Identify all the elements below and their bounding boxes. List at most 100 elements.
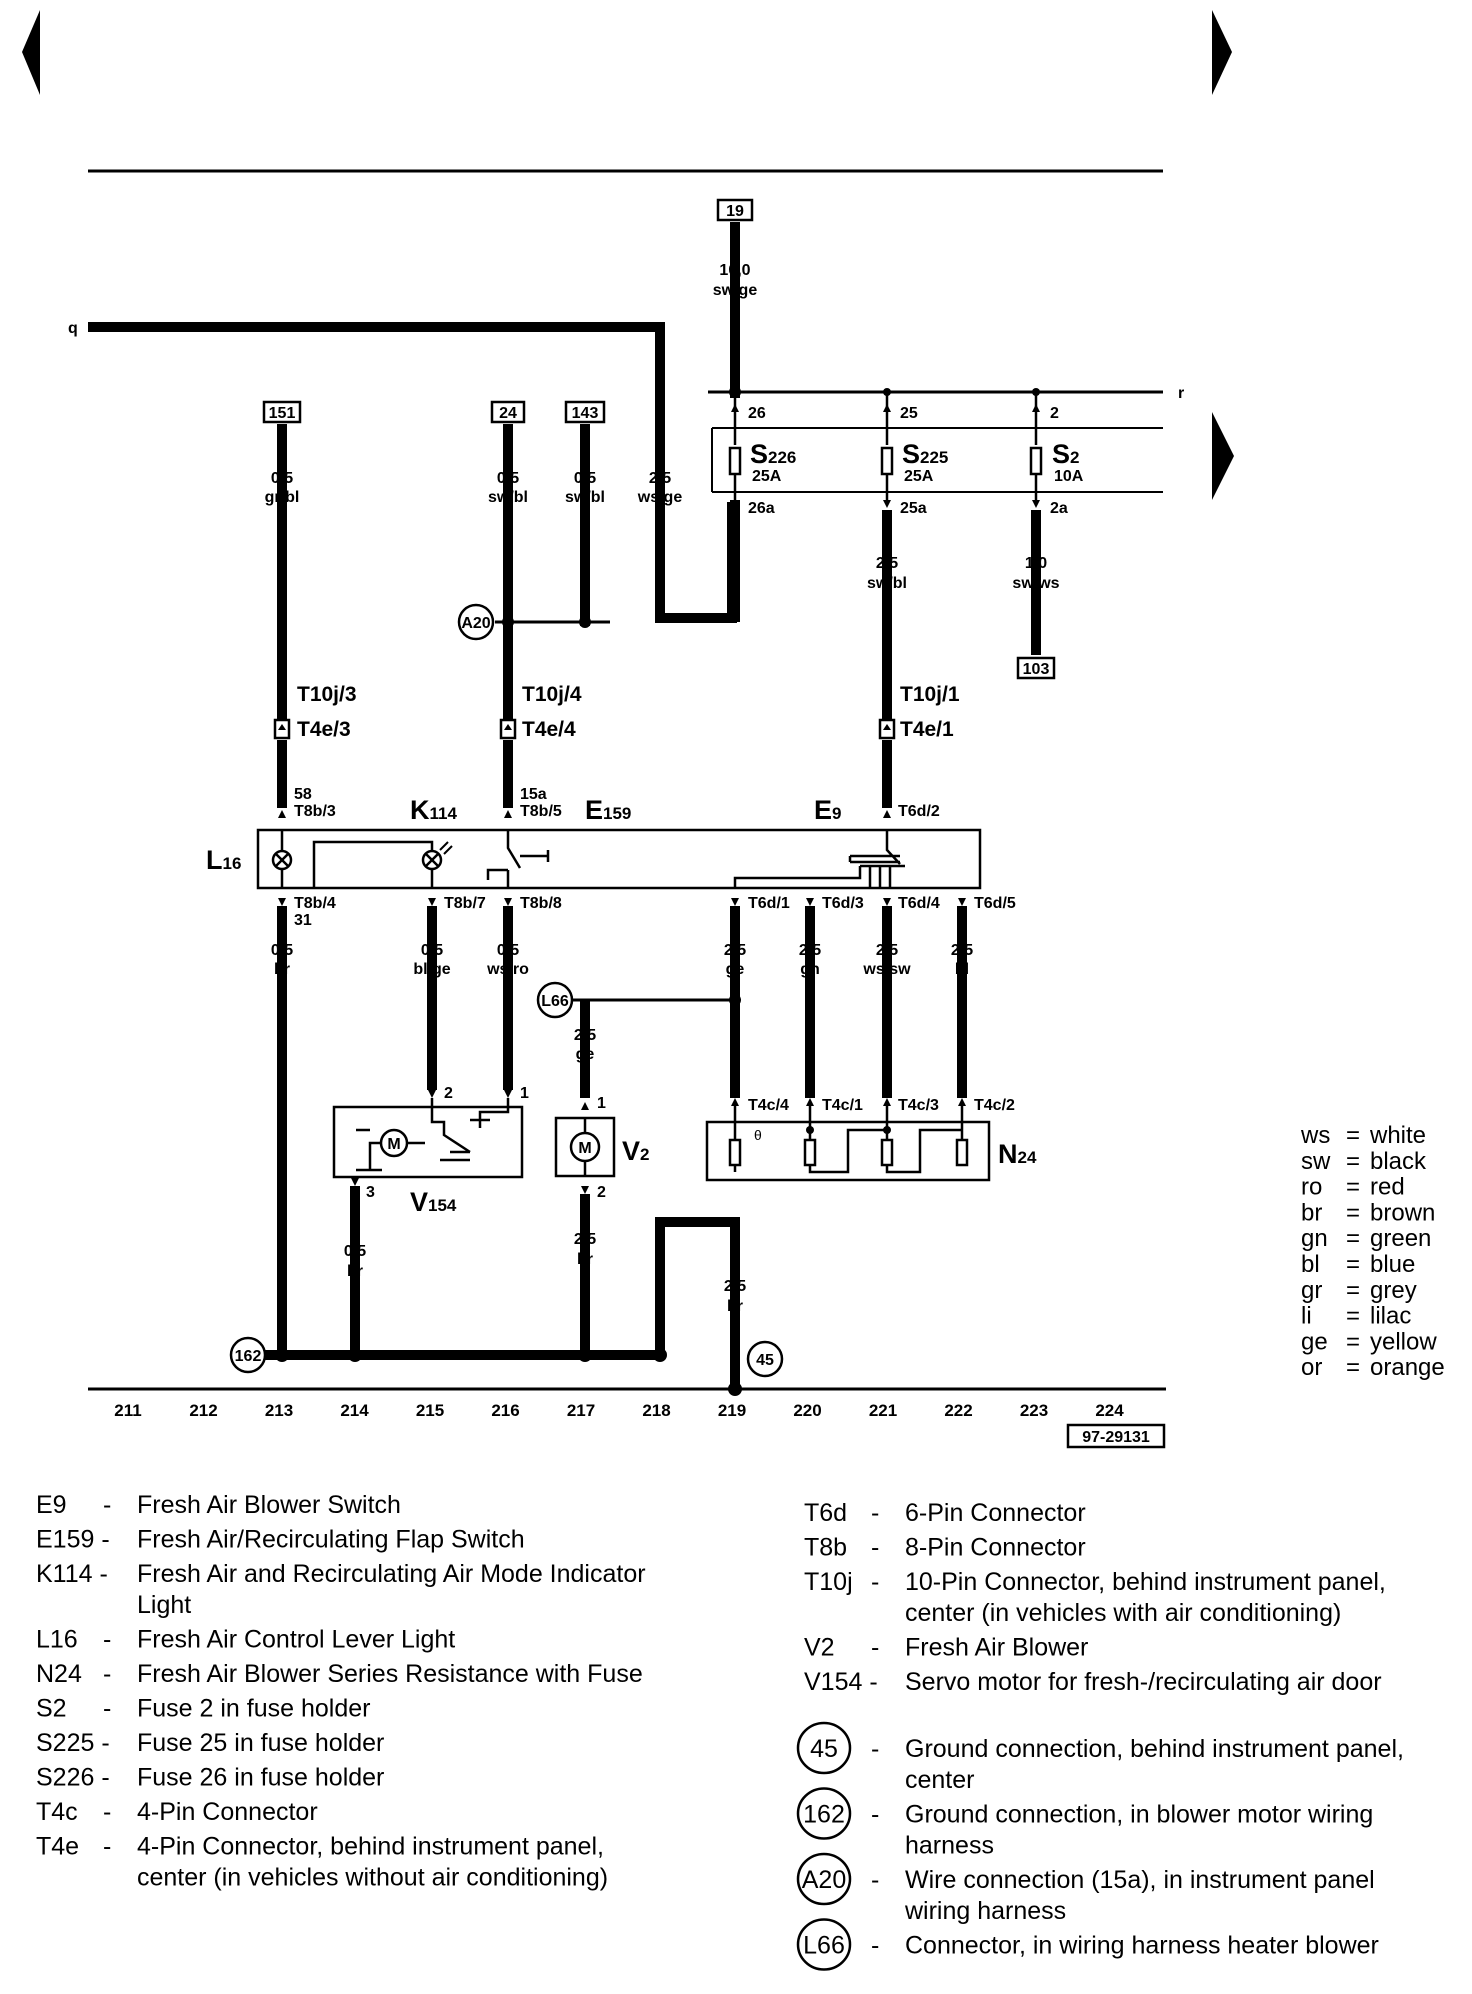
t8b8-label: T8b/8 — [520, 895, 562, 912]
wire-q — [88, 322, 737, 623]
wire-220-color: gn — [800, 961, 820, 978]
ref-24-box — [490, 400, 526, 424]
color-code: ws — [1300, 1122, 1330, 1149]
ref-103: 103 — [1023, 661, 1050, 678]
l66-label: L66 — [541, 993, 569, 1010]
wire-214-size: 0,5 — [344, 1243, 366, 1260]
ground-45-circle — [746, 1340, 784, 1378]
l16-label: L16 — [206, 845, 241, 875]
color-equals: = — [1346, 1251, 1360, 1278]
t10j4-label: T10j/4 — [522, 683, 582, 706]
color-name: grey — [1370, 1277, 1417, 1304]
connector-t4e3-icon — [273, 718, 291, 740]
n24-label: N24 — [998, 1139, 1037, 1169]
wire-24-size: 0,5 — [497, 470, 519, 487]
diagram-ref: 97-29131 — [1082, 1429, 1150, 1446]
t8b4-pin: 31 — [294, 912, 312, 929]
wire-2a-size: 1,0 — [1025, 555, 1047, 572]
legend-code: T10j — [804, 1568, 853, 1596]
color-name: blue — [1370, 1251, 1415, 1278]
n24-resistors-icon: θ — [728, 1106, 969, 1174]
wire-25a-size: 2,5 — [876, 555, 898, 572]
legend-dash: - — [103, 1695, 111, 1723]
column-number: 216 — [491, 1401, 519, 1420]
legend-description: Ground connection, in blower motor wirin… — [905, 1801, 1373, 1829]
t6d3-label: T6d/3 — [822, 895, 864, 912]
legend-description: Fresh Air and Recirculating Air Mode Ind… — [137, 1560, 646, 1588]
ref-151: 151 — [269, 405, 296, 422]
junction-dot — [728, 1382, 742, 1396]
junction-dot — [578, 1348, 592, 1362]
t4c2-label: T4c/2 — [974, 1097, 1015, 1114]
svg-text:M: M — [387, 1136, 400, 1153]
color-equals: = — [1346, 1354, 1360, 1381]
color-code: or — [1301, 1354, 1322, 1381]
fuse-s225-out-pin: 25a — [900, 500, 927, 517]
legend-dash: - — [871, 1499, 879, 1527]
color-code: bl — [1301, 1251, 1320, 1278]
wire-219b-color: br — [727, 1298, 743, 1315]
wire-222-size: 2,5 — [951, 942, 973, 959]
wire-216-size: 0,5 — [497, 942, 519, 959]
k114-label: K114 — [410, 795, 457, 825]
wire-219b-size: 2,5 — [724, 1278, 746, 1295]
legend-code: S225 - — [36, 1729, 110, 1757]
legend-code: T6d — [804, 1499, 847, 1527]
wire-q-label: q — [68, 320, 78, 337]
continue-arrow-icon[interactable] — [1212, 412, 1234, 500]
wire-151-color: gr/bl — [265, 489, 300, 506]
wire-222-color: bl — [955, 961, 969, 978]
legend-dash: - — [871, 1634, 879, 1662]
fuse-s2-out-pin: 2a — [1050, 500, 1068, 517]
legend-circles: 45-Ground connection, behind instrument … — [796, 1721, 1404, 1971]
legend-description: Fresh Air Blower — [905, 1634, 1088, 1662]
color-code: li — [1301, 1303, 1312, 1330]
wire-q-size: 2,5 — [649, 470, 671, 487]
color-name: lilac — [1370, 1303, 1411, 1330]
t6d4-label: T6d/4 — [898, 895, 940, 912]
previous-page-arrow-icon[interactable] — [22, 10, 40, 95]
wire-219-color: ge — [726, 961, 745, 978]
t8b7-label: T8b/7 — [444, 895, 486, 912]
color-name: green — [1370, 1225, 1431, 1252]
fuse-s226 — [728, 398, 742, 508]
ground-45-label: 45 — [756, 1352, 774, 1369]
legend-code: T4c — [36, 1798, 78, 1826]
diagram-ref-box — [1066, 1423, 1166, 1449]
v2-motor-icon: M — [569, 1118, 601, 1176]
ref-19: 19 — [726, 203, 744, 220]
next-page-arrow-icon[interactable] — [1212, 10, 1232, 95]
ref-19-box — [716, 198, 754, 222]
ground-hook-wire — [655, 1217, 740, 1385]
legend-description: center (in vehicles with air conditionin… — [905, 1599, 1341, 1627]
legend-description: Ground connection, behind instrument pan… — [905, 1735, 1404, 1763]
t6d1-label: T6d/1 — [748, 895, 790, 912]
wire-143-color: sw/bl — [565, 489, 605, 506]
legend-description: wiring harness — [904, 1897, 1066, 1925]
color-equals: = — [1346, 1148, 1360, 1175]
wire-l66-size: 2,5 — [574, 1027, 596, 1044]
color-name: orange — [1370, 1354, 1445, 1381]
junction-dot — [502, 616, 514, 628]
v154-label: V154 — [410, 1187, 457, 1217]
wire-221-color: ws/sw — [862, 961, 911, 978]
a20-label: A20 — [461, 615, 490, 632]
fuse-s226-label: S226 — [750, 439, 796, 469]
legend-circle-icon — [796, 1918, 852, 1971]
wire-214-color: br — [347, 1263, 363, 1280]
legend-description: Wire connection (15a), in instrument pan… — [905, 1866, 1375, 1894]
column-number: 223 — [1020, 1401, 1048, 1420]
ref-151-box — [262, 400, 302, 424]
t4e4-label: T4e/4 — [522, 718, 576, 741]
legend-code: V154 - — [804, 1668, 878, 1696]
legend-code: S2 — [36, 1695, 67, 1723]
t4e1-label: T4e/1 — [900, 718, 954, 741]
wire-221-size: 2,5 — [876, 942, 898, 959]
legend-description: Servo motor for fresh-/recirculating air… — [905, 1668, 1382, 1696]
ref-24: 24 — [499, 405, 517, 422]
color-code: ro — [1301, 1174, 1322, 1201]
v154-box — [332, 1105, 524, 1179]
junction-dot — [579, 616, 591, 628]
